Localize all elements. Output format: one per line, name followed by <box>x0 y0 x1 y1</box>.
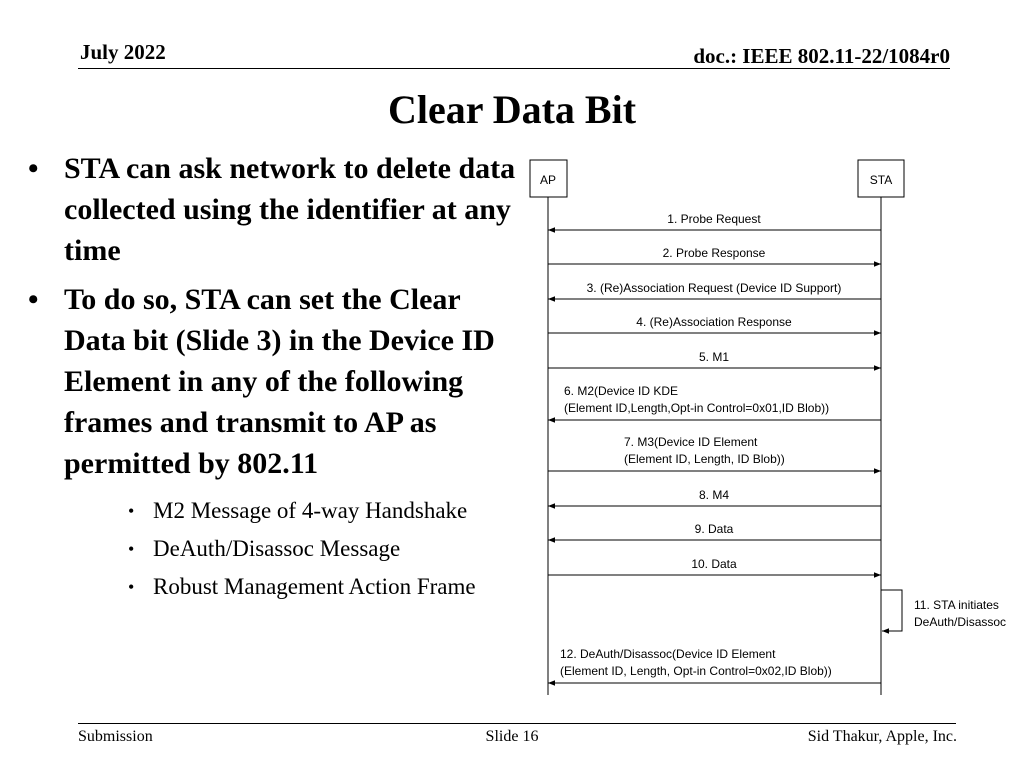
sub-bullet-text: DeAuth/Disassoc Message <box>153 536 401 561</box>
message-label: 2. Probe Response <box>663 246 766 260</box>
sub-bullet-dot-icon: • <box>128 577 135 597</box>
message-label: (Element ID, Length, ID Blob)) <box>624 452 785 466</box>
sub-bullet-item: • DeAuth/Disassoc Message <box>28 530 528 568</box>
header-doc-id: doc.: IEEE 802.11-22/1084r0 <box>693 44 950 68</box>
message-label: 9. Data <box>695 522 734 536</box>
sub-bullet-text: Robust Management Action Frame <box>153 574 476 599</box>
bullet-text: STA can ask network to delete data colle… <box>64 152 516 267</box>
bullet-text: To do so, STA can set the Clear Data bit… <box>64 283 495 480</box>
message-label: 4. (Re)Association Response <box>636 315 792 329</box>
sta-actor-box <box>857 159 905 198</box>
ap-actor-box <box>529 159 568 198</box>
sta-actor-label: STA <box>870 173 892 187</box>
bullet-dot-icon: • <box>28 152 39 185</box>
bullet-dot-icon: • <box>28 283 39 316</box>
bullet-list: • STA can ask network to delete data col… <box>28 148 528 606</box>
ap-actor-label: AP <box>540 173 556 187</box>
bullet-item: • To do so, STA can set the Clear Data b… <box>28 279 528 484</box>
message-sequence-diagram: AP STA 1. Probe Request 2. Probe Response 3.… <box>529 159 1006 695</box>
message-label: 3. (Re)Association Request (Device ID Su… <box>587 281 842 295</box>
footer-divider <box>78 723 956 724</box>
message-label: 10. Data <box>691 557 737 571</box>
bullet-item: • STA can ask network to delete data col… <box>28 148 528 271</box>
message-label: 7. M3(Device ID Element <box>624 435 758 449</box>
message-label: 12. DeAuth/Disassoc(Device ID Element <box>560 647 776 661</box>
message-label: (Element ID, Length, Opt-in Control=0x02… <box>560 664 832 678</box>
sub-bullet-item: • M2 Message of 4-way Handshake <box>28 492 528 530</box>
header-divider <box>78 68 950 69</box>
message-label: 5. M1 <box>699 350 729 364</box>
message-label: 1. Probe Request <box>667 212 761 226</box>
self-message-arrow <box>881 589 903 634</box>
slide-title: Clear Data Bit <box>387 87 637 132</box>
footer-author: Sid Thakur, Apple, Inc. <box>807 728 957 745</box>
footer-slide-number: Slide 16 <box>485 728 539 745</box>
sub-bullet-dot-icon: • <box>128 539 135 559</box>
header-date: July 2022 <box>80 40 166 64</box>
message-label: 6. M2(Device ID KDE <box>564 384 678 398</box>
self-message-label: 11. STA initiates <box>914 598 999 612</box>
self-message-label: DeAuth/Disassoc <box>914 615 1006 629</box>
sub-bullet-text: M2 Message of 4-way Handshake <box>153 498 468 523</box>
footer-submission: Submission <box>78 728 153 745</box>
message-label: 8. M4 <box>699 488 729 502</box>
sub-bullet-item: • Robust Management Action Frame <box>28 568 528 606</box>
sub-bullet-dot-icon: • <box>128 501 135 521</box>
message-label: (Element ID,Length,Opt-in Control=0x01,I… <box>564 401 829 415</box>
